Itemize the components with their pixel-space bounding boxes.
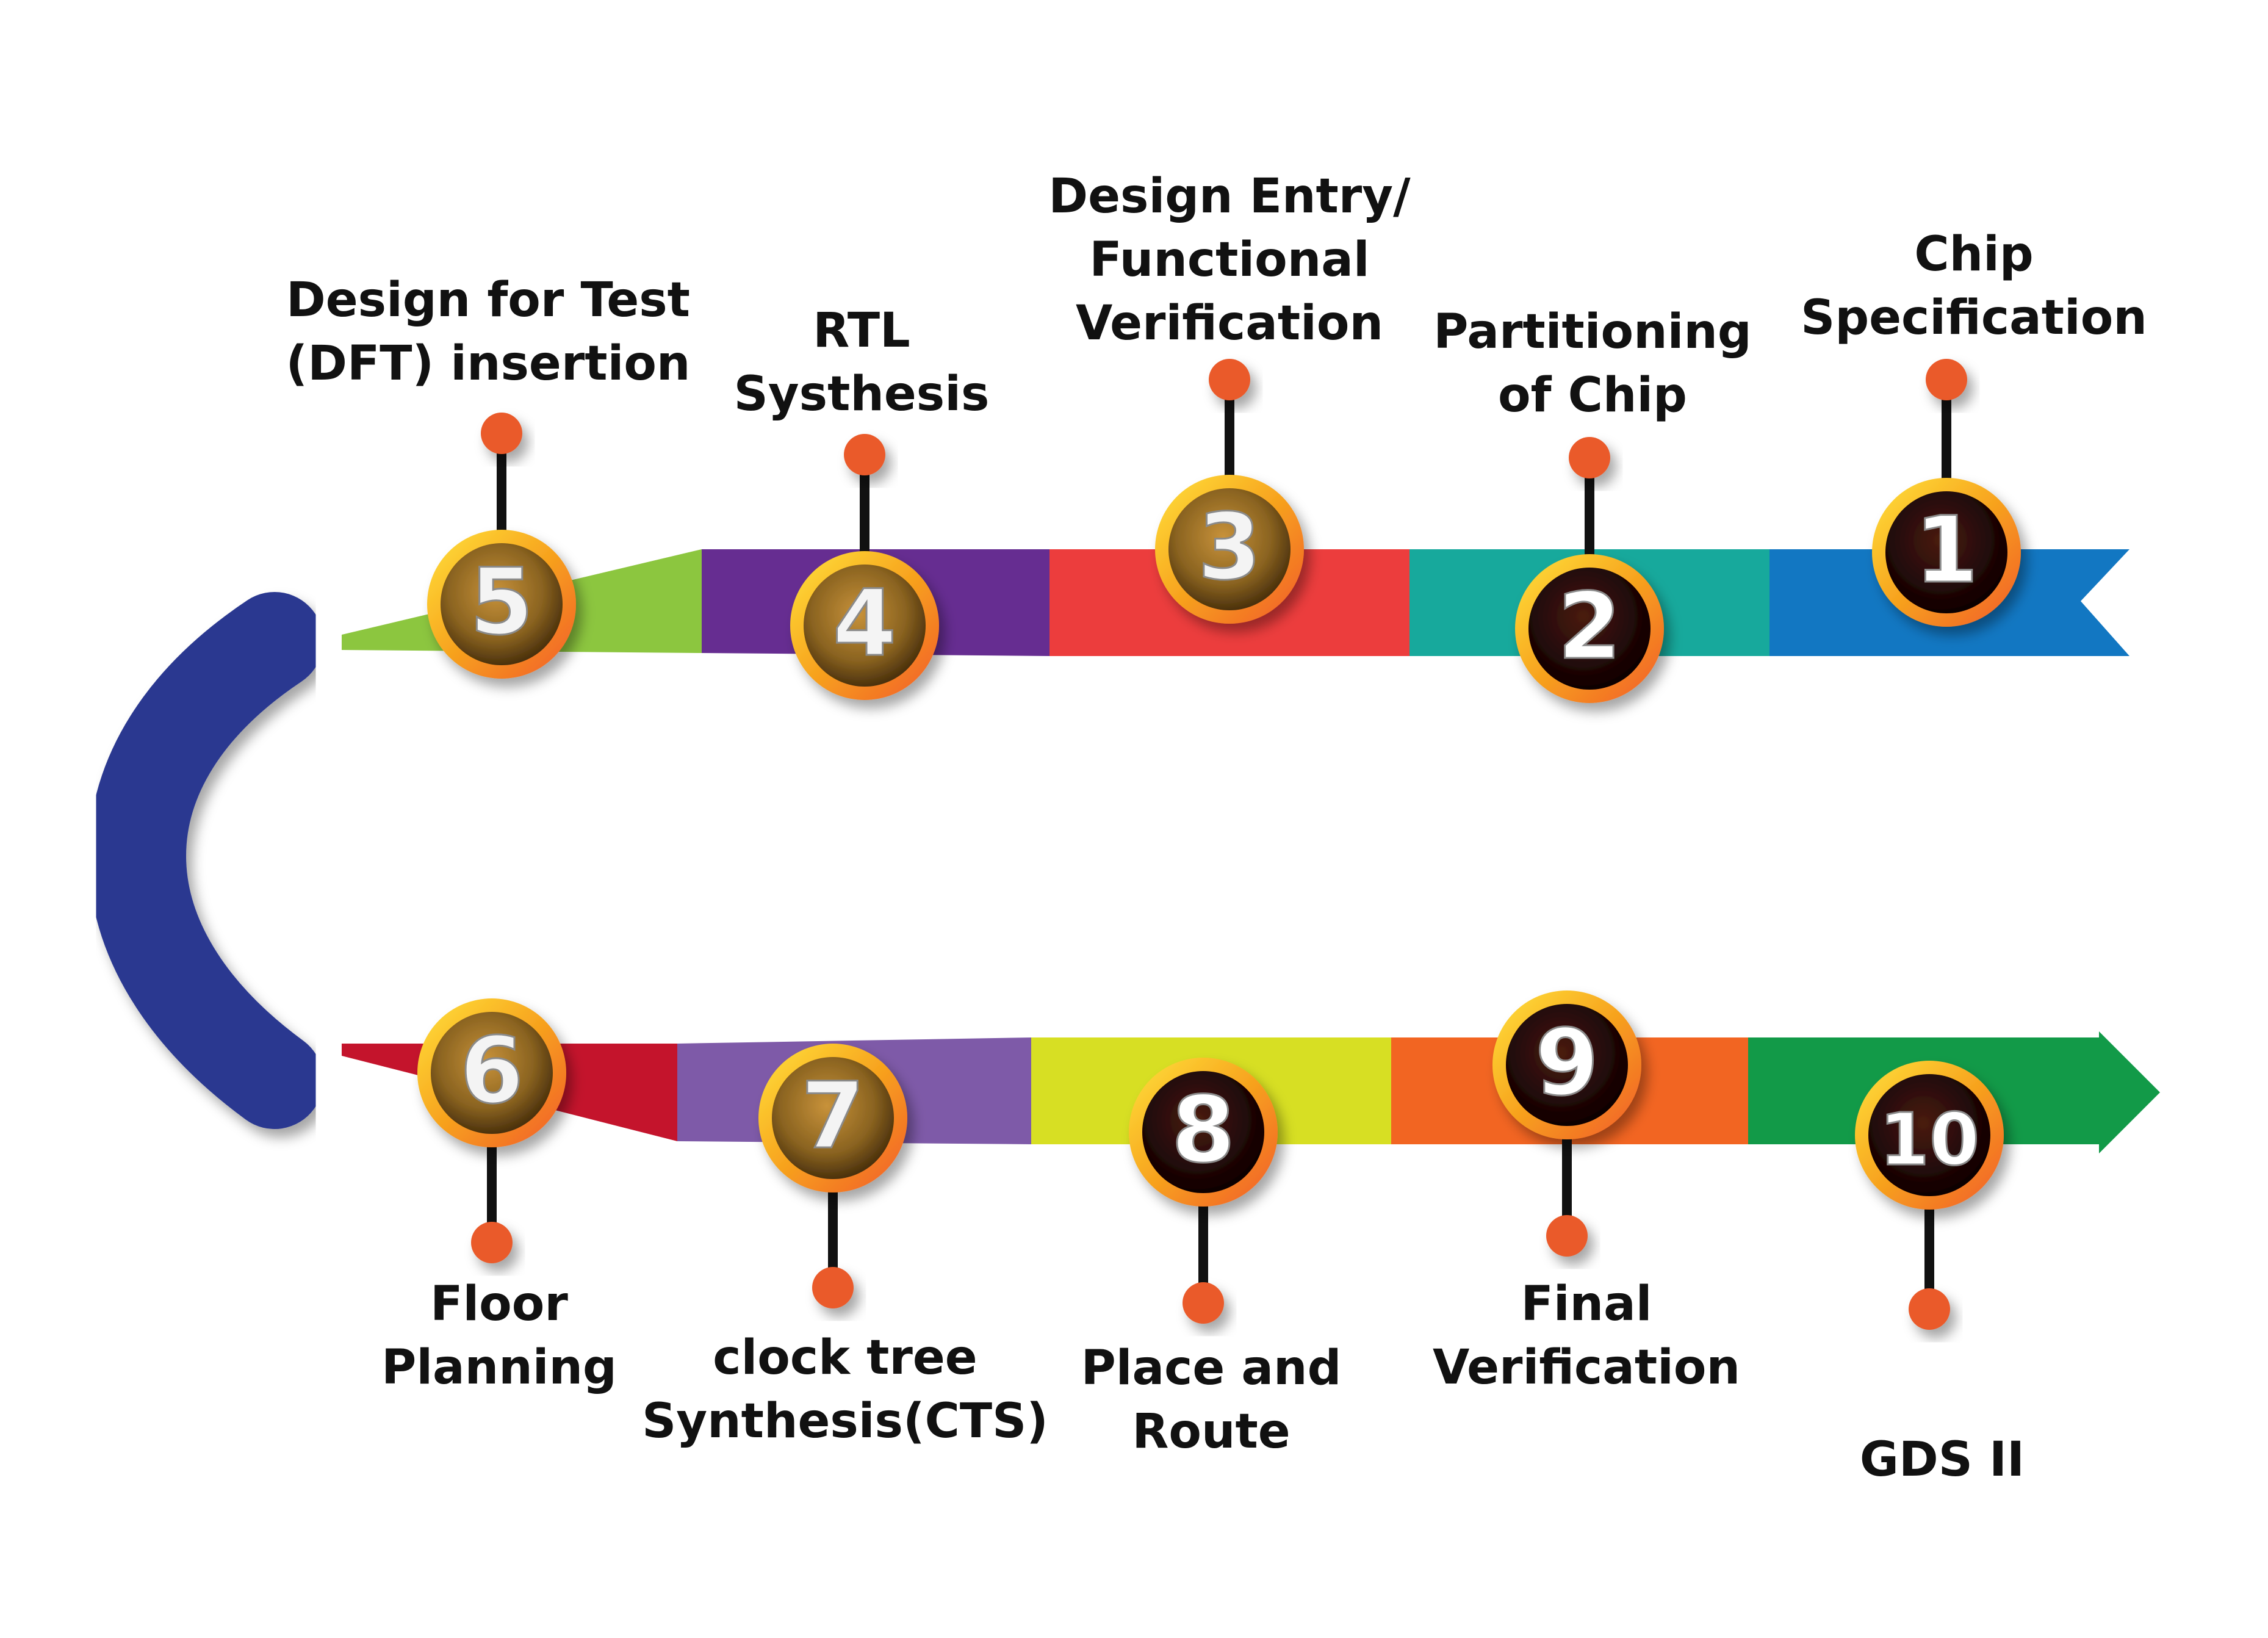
step-label-10: GDS II [1859, 1432, 2025, 1487]
step-label-4: RTL Systhesis [733, 303, 990, 422]
step-badge-10: 10 [1855, 1061, 2004, 1210]
badge-core [1885, 491, 2007, 613]
step-number-10: 10 [1879, 1097, 1979, 1182]
step-label-7: clock tree Synthesis(CTS) [642, 1330, 1048, 1449]
badge-core [431, 1012, 553, 1134]
step-label-8: Place and Route [1081, 1341, 1342, 1459]
step-badge-8: 8 [1129, 1058, 1278, 1207]
badge-core [804, 565, 926, 687]
step-number-7: 7 [801, 1063, 865, 1169]
badge-core [441, 543, 563, 665]
badge-core [1506, 1004, 1628, 1126]
pin-dot-9 [1546, 1215, 1588, 1257]
badge-core [1868, 1074, 1990, 1196]
step-number-3: 3 [1198, 494, 1261, 601]
pin-dot-3 [1209, 359, 1250, 400]
step-label-1: Chip Specification [1801, 227, 2147, 345]
step-badge-2: 2 [1515, 554, 1664, 703]
step-number-2: 2 [1558, 574, 1621, 680]
pin-dot-7 [812, 1267, 854, 1308]
step-badge-5: 5 [427, 530, 576, 679]
badge-core [1168, 488, 1291, 610]
step-number-9: 9 [1535, 1010, 1599, 1116]
step-label-9: Final Verification [1432, 1277, 1741, 1395]
pin-dot-5 [481, 413, 522, 454]
pin-dot-8 [1183, 1282, 1224, 1324]
step-number-5: 5 [470, 549, 533, 655]
step-number-1: 1 [1915, 497, 1978, 604]
badge-core [1142, 1071, 1264, 1193]
step-badge-7: 7 [758, 1044, 907, 1192]
step-badge-6: 6 [417, 998, 566, 1147]
step-badge-3: 3 [1155, 475, 1304, 624]
pin-dot-10 [1909, 1288, 1950, 1330]
step-number-6: 6 [460, 1018, 524, 1124]
u-curve [88, 592, 323, 1129]
badge-core [1528, 568, 1651, 690]
badges: 1 2 3 4 5 6 7 8 9 10 [417, 475, 2021, 1210]
step-number-4: 4 [833, 571, 896, 677]
pin-dot-2 [1569, 437, 1610, 478]
step-label-5: Design for Test (DFT) insertion [286, 273, 691, 391]
step-badge-9: 9 [1492, 990, 1641, 1139]
step-number-8: 8 [1172, 1077, 1235, 1183]
pin-dot-4 [844, 434, 885, 475]
badge-core [772, 1057, 894, 1179]
pin-dot-6 [471, 1222, 513, 1263]
step-badge-1: 1 [1872, 478, 2021, 627]
pin-dot-1 [1926, 359, 1967, 400]
step-label-6: Floor Planning [381, 1277, 617, 1395]
step-label-2: Partitioning of Chip [1433, 305, 1752, 423]
step-badge-4: 4 [790, 551, 939, 700]
step-label-3: Design Entry/ Functional Verification [1048, 169, 1411, 351]
